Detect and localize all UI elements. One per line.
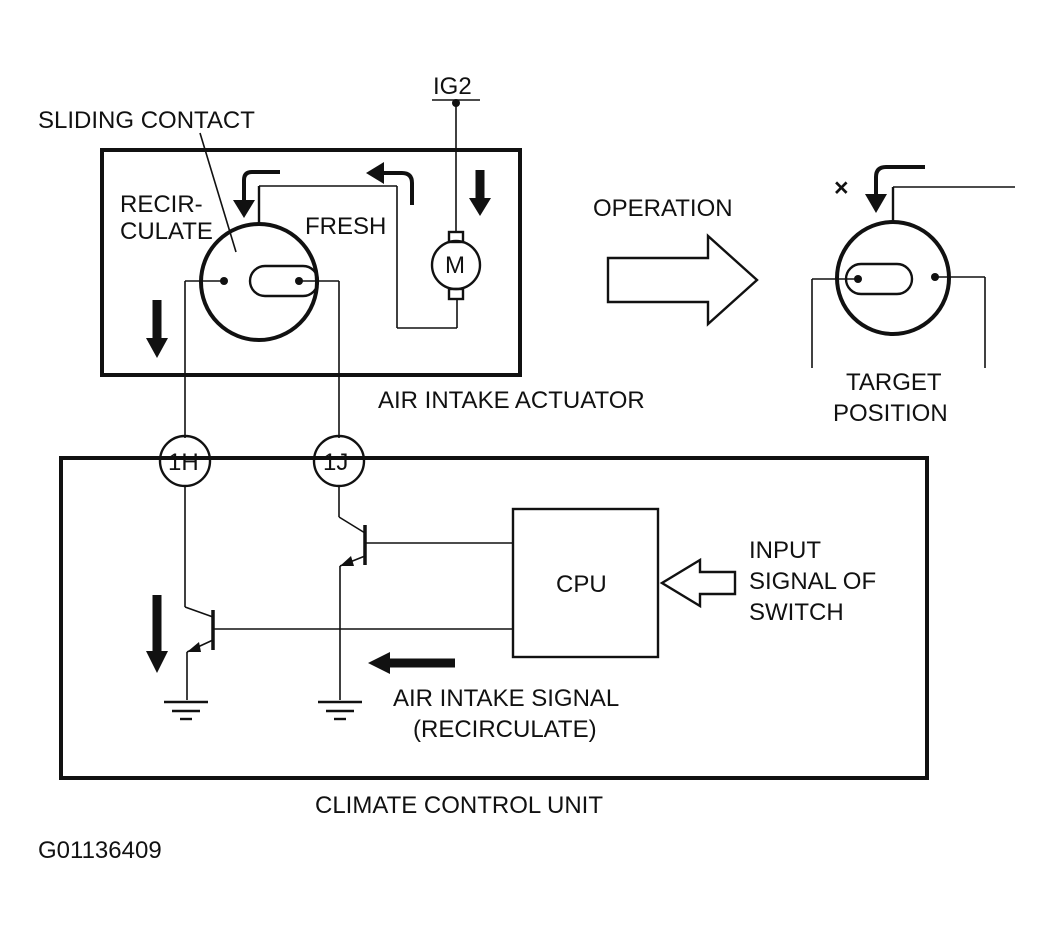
target-arrow <box>874 165 925 196</box>
recirculate-label-1: RECIR- <box>120 191 203 218</box>
current-arrow-ground <box>146 651 168 673</box>
air-intake-actuator-label: AIR INTAKE ACTUATOR <box>378 387 645 414</box>
rotation-arrow-left <box>242 170 280 202</box>
input-signal-label-3: SWITCH <box>749 599 844 626</box>
air-intake-signal-label-2: (RECIRCULATE) <box>413 716 597 743</box>
operation-label: OPERATION <box>593 195 733 222</box>
target-label-1: TARGET <box>846 369 942 396</box>
recirculate-label-2: CULATE <box>120 218 213 245</box>
terminal-1h-label: 1H <box>168 449 199 476</box>
ig2-label: IG2 <box>433 73 472 100</box>
input-signal-arrow <box>659 557 737 609</box>
target-label-2: POSITION <box>833 400 948 427</box>
motor-label: M <box>445 252 465 279</box>
x-mark: × <box>834 174 849 202</box>
operation-arrow <box>606 233 759 327</box>
air-intake-signal-arrow <box>368 652 390 674</box>
cpu-box <box>511 507 660 659</box>
current-arrow-motor <box>469 198 491 216</box>
sliding-contact-leader <box>199 132 237 253</box>
current-arrow-left <box>146 338 168 358</box>
input-signal-label-2: SIGNAL OF <box>749 568 876 595</box>
figure-code: G01136409 <box>38 837 162 864</box>
sliding-contact-label: SLIDING CONTACT <box>38 107 255 134</box>
air-intake-actuator-box <box>100 148 522 377</box>
current-arrow-upper <box>382 171 414 205</box>
air-intake-signal-label-1: AIR INTAKE SIGNAL <box>393 685 619 712</box>
cpu-label: CPU <box>556 571 607 598</box>
input-signal-label-1: INPUT <box>749 537 821 564</box>
fresh-label: FRESH <box>305 213 386 240</box>
terminal-1j-label: 1J <box>323 449 348 476</box>
climate-control-unit-label: CLIMATE CONTROL UNIT <box>315 792 603 819</box>
climate-control-unit-box <box>59 456 929 780</box>
